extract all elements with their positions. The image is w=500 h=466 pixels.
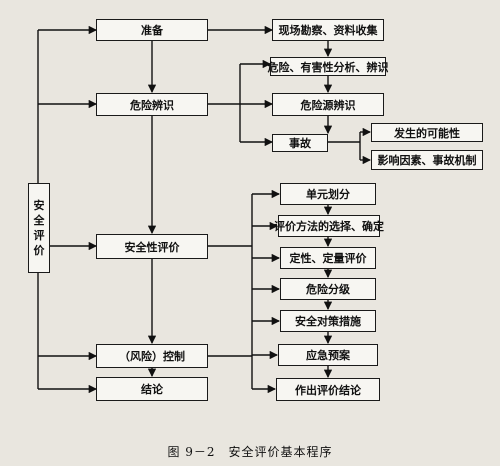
node-hazard-grading: 危险分级 xyxy=(280,278,376,300)
node-qual-quant-evaluation: 定性、定量评价 xyxy=(280,247,376,269)
node-safety-measures: 安全对策措施 xyxy=(280,310,376,332)
node-risk-control: （风险）控制 xyxy=(96,344,208,368)
node-accident: 事故 xyxy=(272,134,328,152)
side-label-char: 评 xyxy=(33,229,45,242)
node-method-selection: 评价方法的选择、确定 xyxy=(274,215,384,237)
node-safety-evaluation: 安全性评价 xyxy=(96,234,208,259)
node-hazard-analysis: 危险、有害性分析、辨识 xyxy=(268,57,389,76)
node-hazard-identification: 危险辨识 xyxy=(96,93,208,116)
side-label-char: 价 xyxy=(33,244,45,257)
node-conclusion: 结论 xyxy=(96,377,208,401)
node-possibility: 发生的可能性 xyxy=(371,123,483,142)
node-site-survey: 现场勘察、资料收集 xyxy=(272,19,384,41)
figure-caption: 图 9－2 安全评价基本程序 xyxy=(167,445,333,459)
node-influencing-factors: 影响因素、事故机制 xyxy=(371,150,483,170)
node-draw-conclusion: 作出评价结论 xyxy=(276,378,380,401)
node-emergency-plan: 应急预案 xyxy=(278,344,378,366)
side-label-char: 全 xyxy=(33,214,45,227)
node-prepare: 准备 xyxy=(96,19,208,41)
safety-evaluation-side-label: 安 全 评 价 xyxy=(28,183,50,273)
node-unit-division: 单元划分 xyxy=(280,183,376,205)
node-hazard-source: 危险源辨识 xyxy=(272,93,384,116)
side-label-char: 安 xyxy=(33,199,45,212)
